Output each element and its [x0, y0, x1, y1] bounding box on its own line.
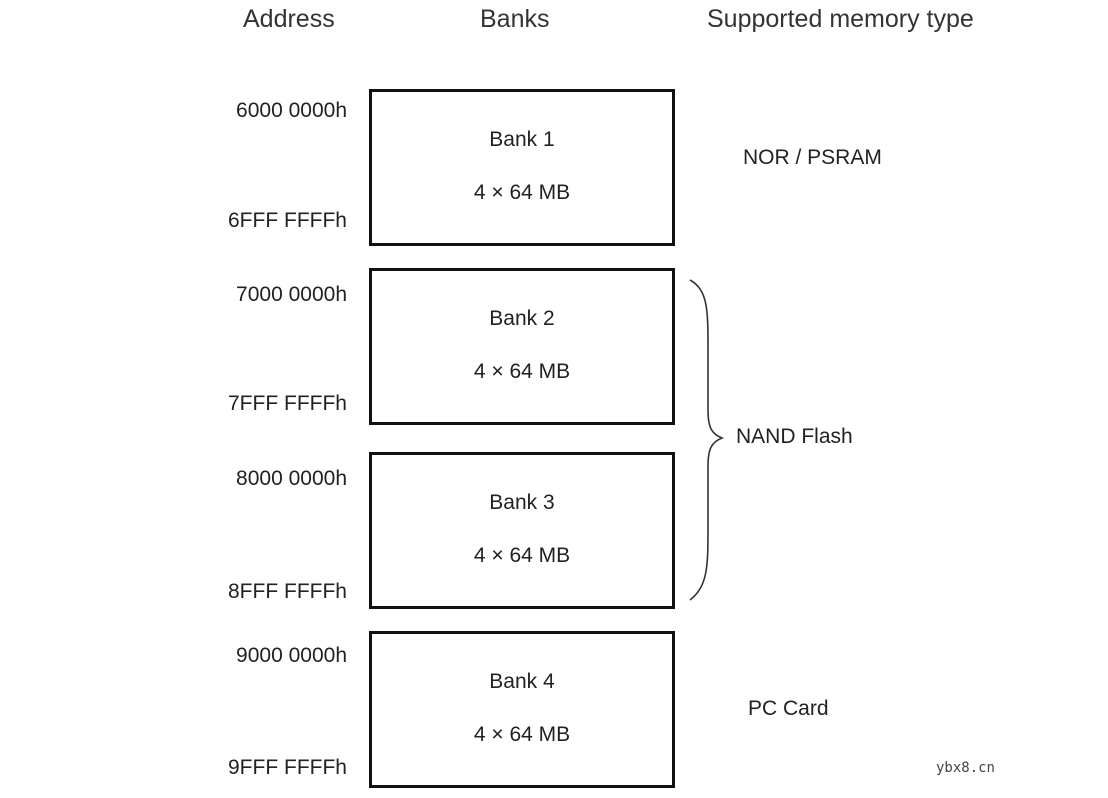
- bank-2-box: Bank 2 4 × 64 MB: [369, 268, 675, 425]
- address-bank2-end: 7FFF FFFFh: [228, 392, 347, 415]
- header-banks: Banks: [480, 5, 550, 33]
- bank-1-size: 4 × 64 MB: [473, 181, 571, 204]
- bank-4-box: Bank 4 4 × 64 MB: [369, 631, 675, 788]
- bank-3-name: Bank 3: [489, 491, 555, 514]
- address-bank1-end: 6FFF FFFFh: [228, 209, 347, 232]
- memory-type-nand-flash: NAND Flash: [736, 425, 853, 448]
- bank-1-name: Bank 1: [489, 128, 555, 151]
- header-address: Address: [243, 5, 335, 33]
- curly-brace-icon: [689, 279, 725, 601]
- bank-3-size: 4 × 64 MB: [473, 544, 571, 567]
- watermark: ybx8.cn: [935, 760, 995, 776]
- address-bank3-start: 8000 0000h: [236, 467, 347, 490]
- bank-3-box: Bank 3 4 × 64 MB: [369, 452, 675, 609]
- bank-2-name: Bank 2: [489, 307, 555, 330]
- address-bank3-end: 8FFF FFFFh: [228, 580, 347, 603]
- address-bank2-start: 7000 0000h: [236, 283, 347, 306]
- header-memory-type: Supported memory type: [707, 5, 974, 33]
- bank-4-size: 4 × 64 MB: [473, 723, 571, 746]
- address-bank1-start: 6000 0000h: [236, 99, 347, 122]
- memory-type-pc-card: PC Card: [748, 697, 829, 720]
- bank-2-size: 4 × 64 MB: [473, 360, 571, 383]
- memory-type-nor-psram: NOR / PSRAM: [743, 146, 882, 169]
- bank-4-name: Bank 4: [489, 670, 555, 693]
- address-bank4-start: 9000 0000h: [236, 644, 347, 667]
- address-bank4-end: 9FFF FFFFh: [228, 756, 347, 779]
- bank-1-box: Bank 1 4 × 64 MB: [369, 89, 675, 246]
